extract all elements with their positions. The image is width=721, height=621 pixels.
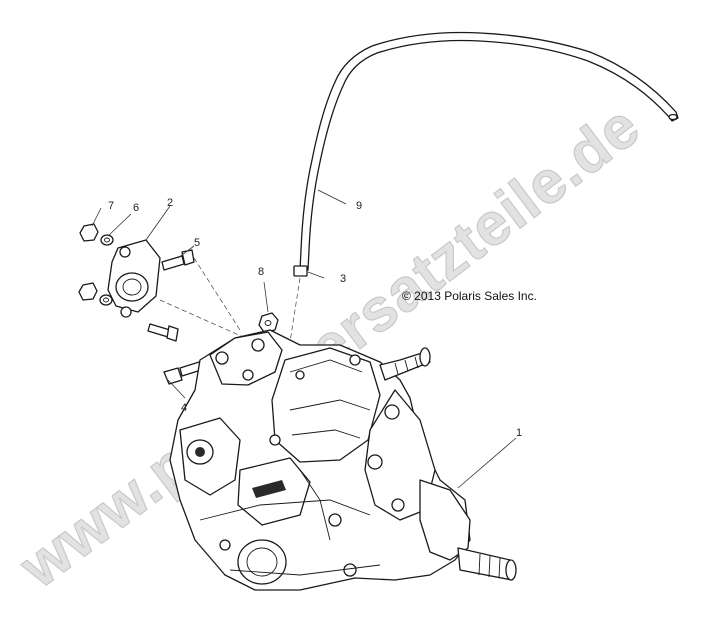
leader-lines — [91, 189, 517, 489]
callout-6: 6 — [133, 202, 139, 214]
callout-7: 7 — [108, 200, 114, 212]
callout-8: 8 — [258, 266, 264, 278]
vent-hose — [293, 31, 679, 277]
callout-9: 9 — [356, 200, 362, 212]
bracket-part — [107, 239, 161, 318]
nut-upper — [79, 223, 114, 246]
nut-8 — [258, 312, 279, 333]
callout-5: 5 — [194, 237, 200, 249]
callout-labels: 1 2 3 4 5 6 7 8 9 — [108, 197, 522, 439]
callout-3: 3 — [340, 273, 346, 285]
callout-4: 4 — [181, 402, 187, 414]
bolt-upper — [161, 249, 195, 271]
copyright-notice: © 2013 Polaris Sales Inc. — [402, 289, 537, 303]
callout-1: 1 — [516, 427, 522, 439]
nut-lower — [78, 282, 113, 306]
bolt-lower — [147, 323, 179, 342]
callout-2: 2 — [167, 197, 173, 209]
transmission-housing — [169, 329, 517, 591]
